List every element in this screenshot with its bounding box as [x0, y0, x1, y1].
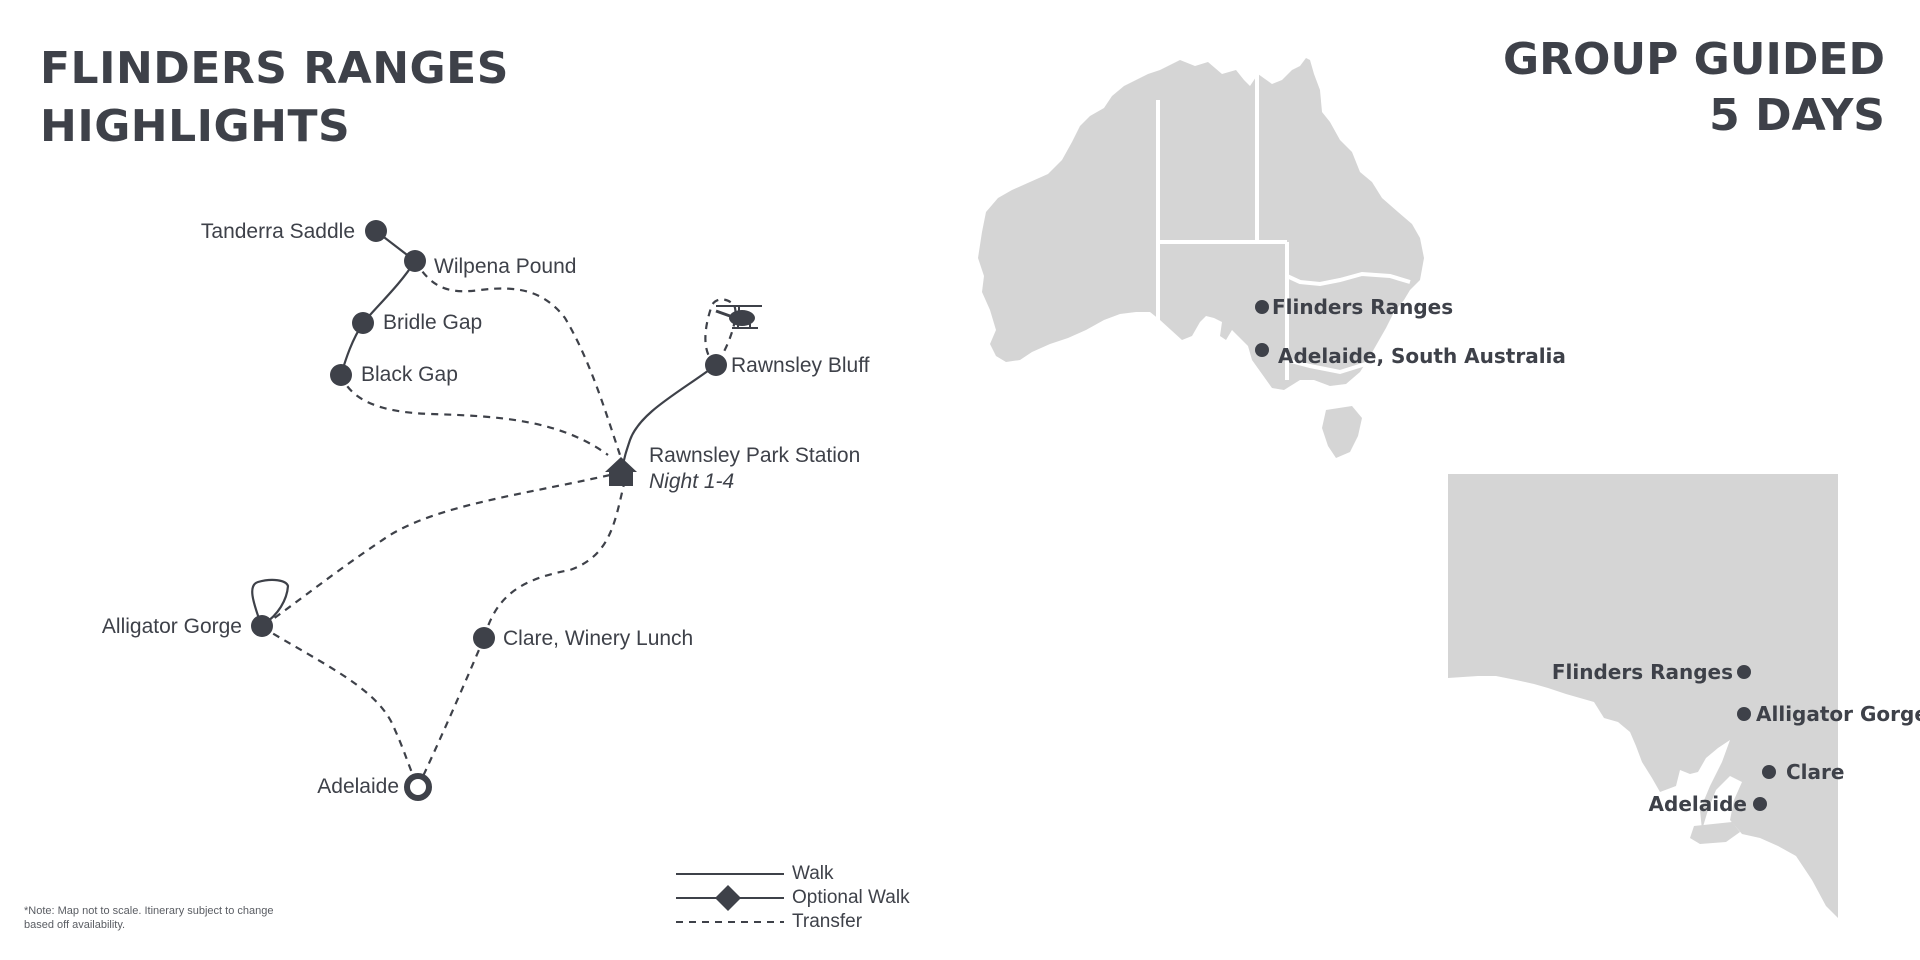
au-adelaide-marker: [1255, 343, 1269, 357]
sa-adelaide-label: Adelaide: [1649, 792, 1747, 816]
transfer-station-clare: [482, 479, 627, 639]
tour-duration-line: 5 DAYS: [1709, 90, 1885, 141]
legend-optional-walk: Optional Walk: [670, 886, 960, 910]
house-icon: [605, 457, 637, 486]
sa-flinders-marker: [1737, 665, 1751, 679]
australia-mainland: [978, 58, 1424, 390]
title-line-1: FLINDERS RANGES: [40, 43, 509, 94]
south-australia-land: [1448, 474, 1838, 918]
label-wilpena-pound: Wilpena Pound: [434, 255, 576, 278]
legend-walk-label: Walk: [792, 863, 834, 884]
legend-symbols: [676, 873, 784, 923]
transfer-bluff-helicopter-loop: [704, 298, 737, 366]
australia-map: Flinders Ranges Adelaide, South Australi…: [978, 58, 1566, 458]
stop-marker-wilpena: [404, 250, 426, 272]
tour-type-line-1: GROUP GUIDED: [1502, 34, 1885, 85]
sa-adelaide-marker: [1753, 797, 1767, 811]
stop-marker-blackgap: [330, 364, 352, 386]
au-flinders-marker: [1255, 300, 1269, 314]
label-clare: Clare, Winery Lunch: [503, 627, 693, 650]
walk-bluff-station: [621, 364, 717, 467]
sa-alligator-marker: [1737, 707, 1751, 721]
stop-labels: Tanderra Saddle Wilpena Pound Bridle Gap…: [102, 220, 870, 798]
label-rawnsley-park-station: Rawnsley Park Station: [649, 444, 860, 467]
transfer-routes: [261, 260, 737, 788]
sa-clare-marker: [1762, 765, 1776, 779]
au-flinders-label: Flinders Ranges: [1272, 295, 1453, 319]
title-line-2: HIGHLIGHTS: [40, 101, 351, 152]
au-adelaide-label: Adelaide, South Australia: [1278, 344, 1566, 368]
disclaimer-note: *Note: Map not to scale. Itinerary subje…: [24, 905, 274, 931]
stop-marker-clare: [473, 627, 495, 649]
helicopter-icon: [715, 305, 762, 329]
sa-flinders-label: Flinders Ranges: [1552, 660, 1733, 684]
transfer-alligator-adelaide: [261, 626, 419, 788]
label-adelaide: Adelaide: [317, 775, 399, 798]
sa-clare-label: Clare: [1786, 760, 1844, 784]
transfer-blackgap-station: [339, 374, 609, 456]
stop-marker-bridle: [352, 312, 374, 334]
diamond-icon: [715, 885, 741, 911]
stop-markers: [251, 220, 727, 649]
legend-optional-walk-label: Optional Walk: [792, 887, 910, 908]
state-borders: [1156, 70, 1411, 380]
start-ring-icon: [404, 773, 432, 801]
stop-marker-alligator: [251, 615, 273, 637]
legend-transfer-label: Transfer: [792, 911, 863, 932]
label-rawnsley-bluff: Rawnsley Bluff: [731, 354, 870, 377]
tasmania: [1322, 406, 1362, 458]
transfer-station-alligator: [261, 473, 611, 628]
stop-marker-bluff: [705, 354, 727, 376]
transfer-wilpena-station: [414, 260, 622, 456]
stop-marker-tanderra: [365, 220, 387, 242]
label-black-gap: Black Gap: [361, 363, 458, 386]
label-bridle-gap: Bridle Gap: [383, 311, 482, 334]
legend: Walk Optional Walk Transfer: [670, 860, 960, 935]
label-tanderra-saddle: Tanderra Saddle: [201, 220, 355, 243]
legend-transfer: Transfer: [670, 910, 960, 934]
page-title: FLINDERS RANGES HIGHLIGHTS: [40, 40, 509, 156]
label-alligator-gorge: Alligator Gorge: [102, 615, 242, 638]
south-australia-map: Flinders Ranges Alligator Gorge Clare Ad…: [1448, 474, 1920, 918]
sa-alligator-label: Alligator Gorge: [1756, 702, 1920, 726]
kangaroo-island: [1690, 822, 1740, 844]
transfer-clare-adelaide: [417, 637, 486, 788]
legend-walk: Walk: [670, 862, 960, 886]
label-rawnsley-park-nights: Night 1-4: [649, 470, 734, 493]
tour-type-heading: GROUP GUIDED 5 DAYS: [1503, 32, 1885, 144]
walk-alligator-loop: [251, 578, 290, 628]
